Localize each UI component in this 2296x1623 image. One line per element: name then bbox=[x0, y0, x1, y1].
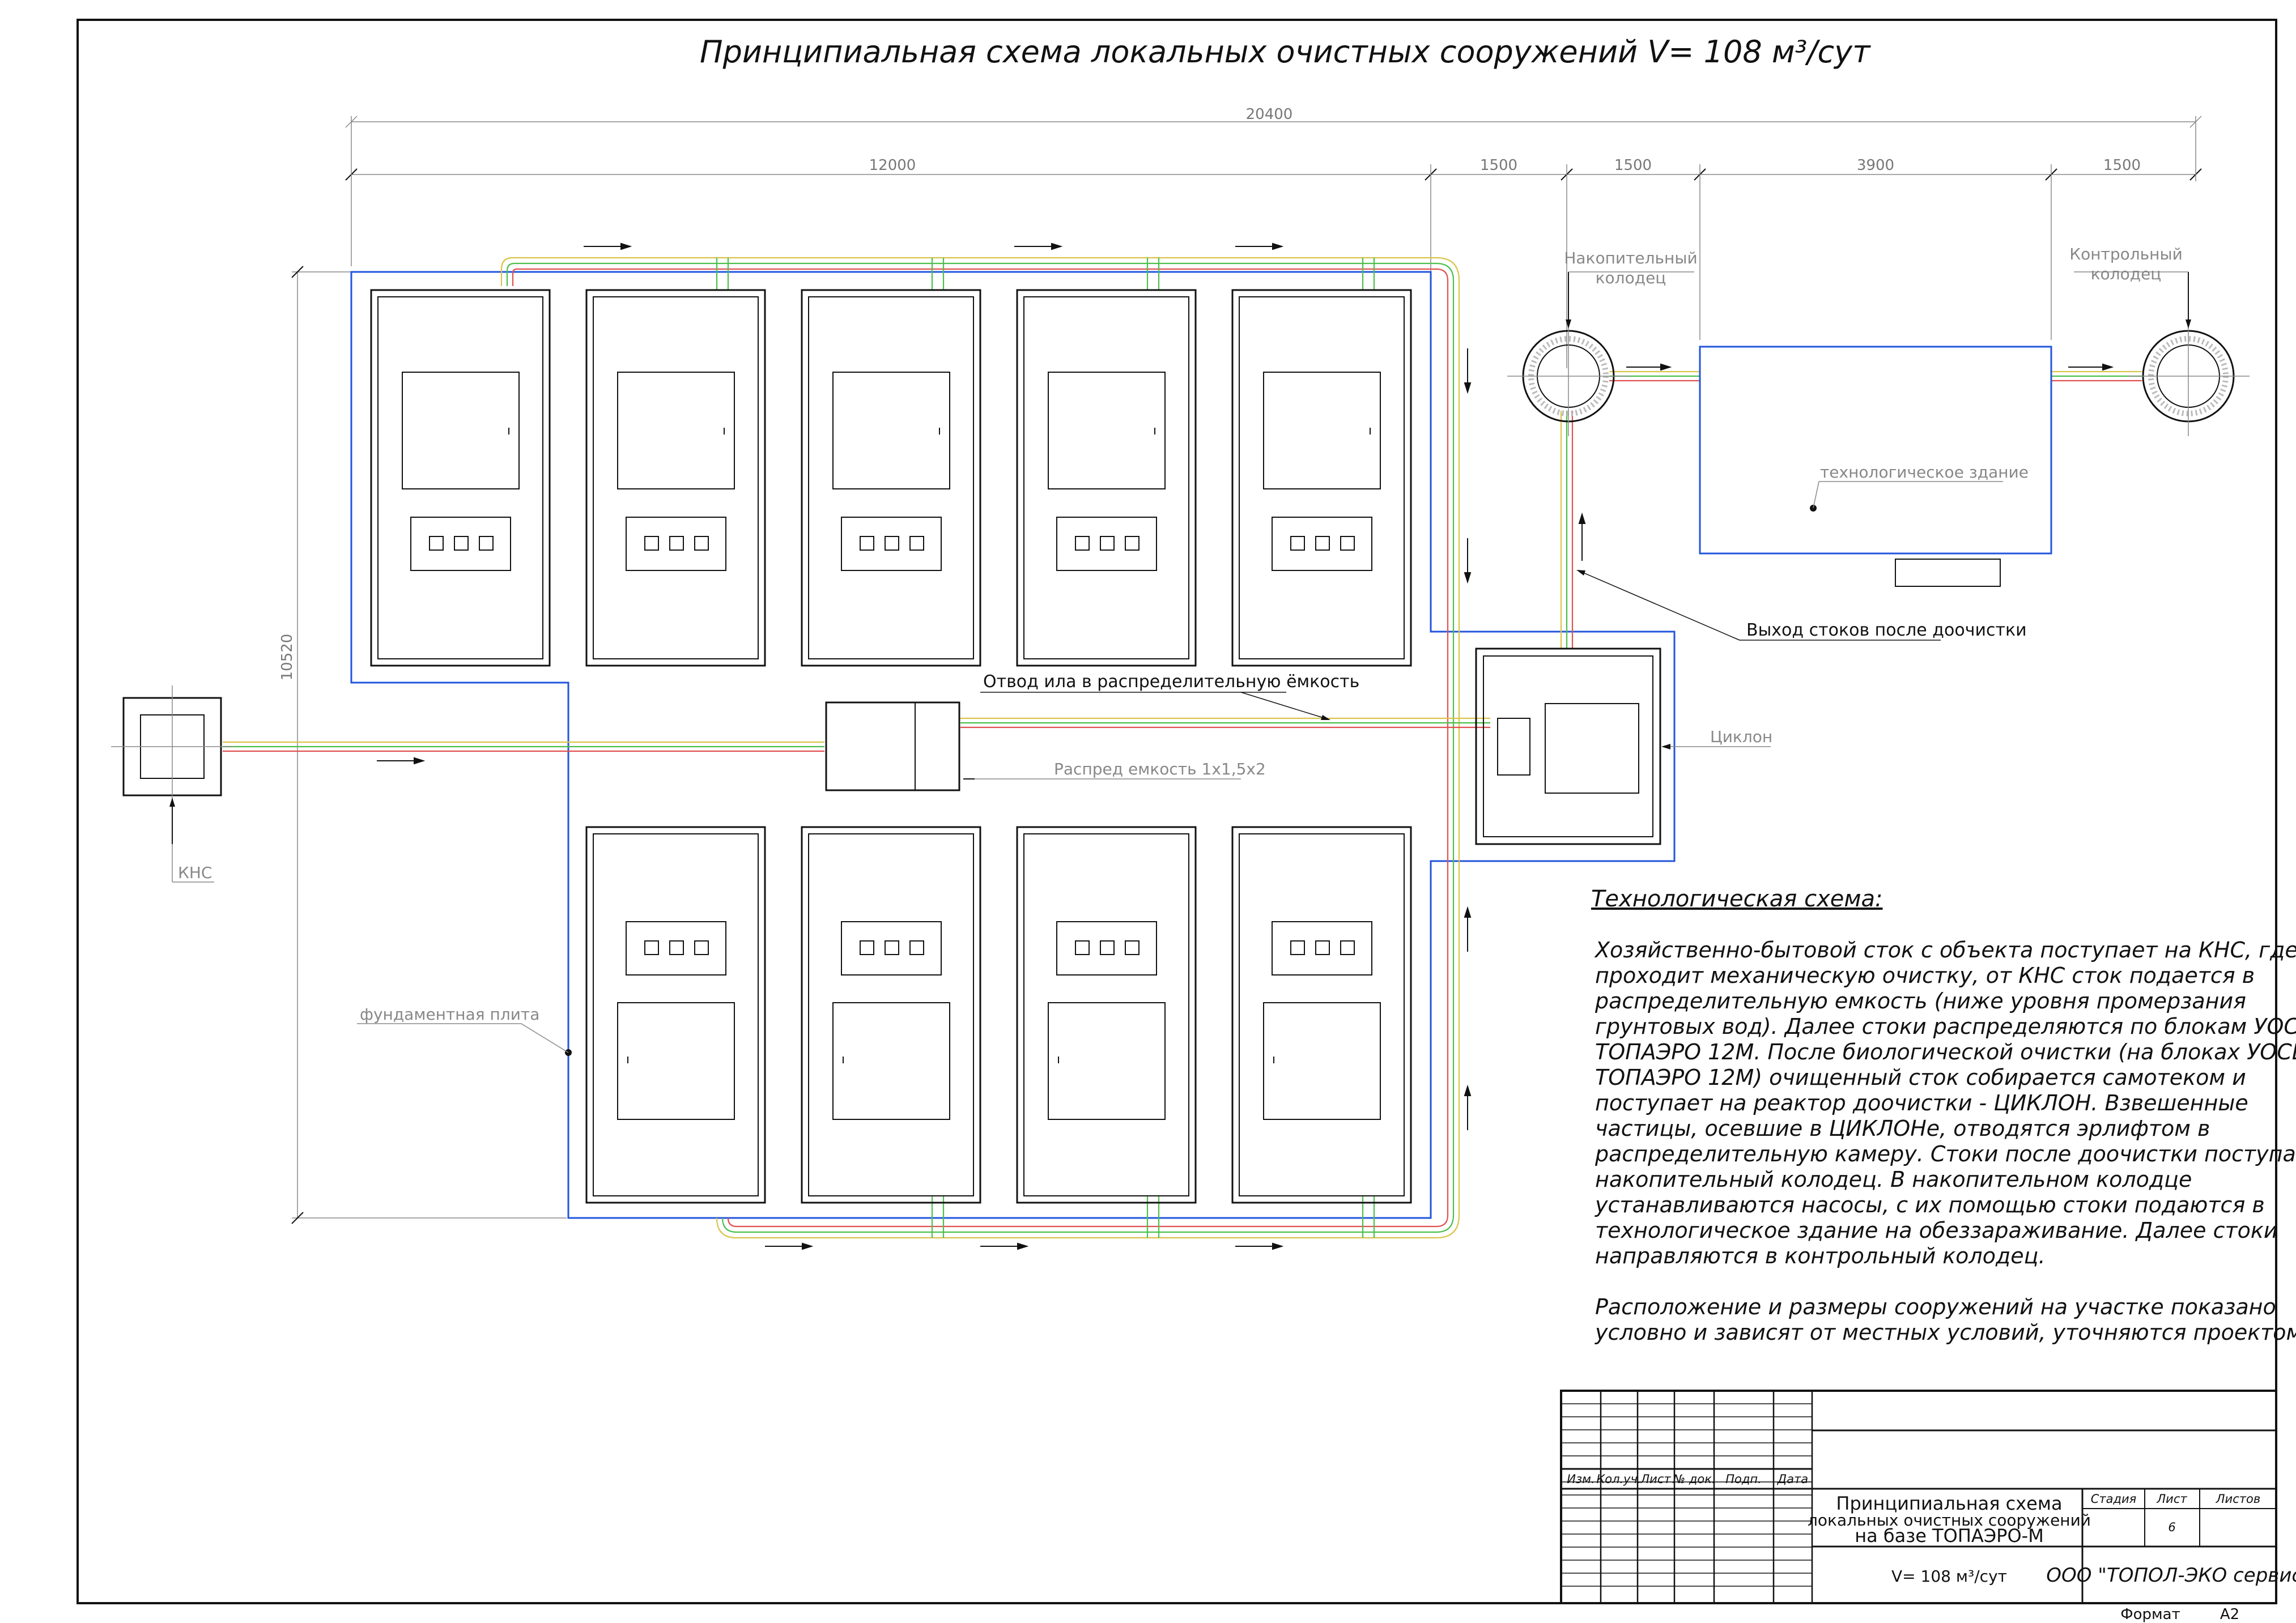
description-line: накопительный колодец. В накопительном к… bbox=[1595, 1167, 2192, 1192]
dim-12000: 12000 bbox=[869, 157, 916, 174]
dim-3900: 3900 bbox=[1857, 157, 1894, 174]
description-note: Расположение и размеры сооружений на уча… bbox=[1595, 1294, 2276, 1319]
stamp-col-doc: № док. bbox=[1672, 1472, 1715, 1486]
label-kns: КНС bbox=[178, 863, 212, 882]
label-storage-well-1: Накопительный bbox=[1564, 249, 1697, 267]
label-cyclone: Циклон bbox=[1710, 727, 1772, 746]
description-line: Хозяйственно-бытовой сток с объекта пост… bbox=[1594, 938, 2296, 962]
stamp-doc-title-2: локальных очистных сооружений bbox=[1808, 1511, 2091, 1530]
stamp-sheet-number: 6 bbox=[2168, 1520, 2175, 1534]
description-note: условно и зависят от местных условий, ут… bbox=[1595, 1320, 2296, 1345]
unit-block bbox=[801, 289, 981, 667]
technological-building bbox=[1699, 346, 2052, 587]
pump-station-kns bbox=[111, 685, 233, 883]
cyclone-reactor bbox=[1475, 648, 1771, 845]
stamp-col-list: Лист bbox=[1640, 1472, 1671, 1486]
description-line: проходит механическую очистку, от КНС ст… bbox=[1595, 963, 2255, 988]
description-line: устанавливаются насосы, с их помощью сто… bbox=[1595, 1192, 2265, 1217]
format-value: А2 bbox=[2220, 1606, 2239, 1623]
flow-arrows bbox=[377, 242, 2114, 1250]
label-sludge: Отвод ила в распределительную ёмкость bbox=[983, 672, 1359, 692]
label-distributor: Распред емкость 1х1,5х2 bbox=[1054, 760, 1266, 778]
description-line: грунтовых вод). Далее стоки распределяют… bbox=[1595, 1014, 2296, 1039]
process-description: Технологическая схема: Хозяйственно-быто… bbox=[1591, 886, 2296, 1345]
stamp-organization: ООО "ТОПОЛ-ЭКО сервис" bbox=[2046, 1564, 2296, 1587]
label-storage-well-2: колодец bbox=[1596, 269, 1666, 287]
pipe-network bbox=[223, 257, 2142, 1239]
stamp-sheet-label: Лист bbox=[2156, 1492, 2187, 1506]
stamp-doc-title-3: на базе ТОПАЭРО-М bbox=[1855, 1525, 2044, 1547]
dim-1500-a: 1500 bbox=[1480, 157, 1517, 174]
unit-block bbox=[801, 826, 981, 1204]
stamp-volume: V= 108 м³/сут bbox=[1891, 1567, 2007, 1586]
description-line: распределительную камеру. Стоки после до… bbox=[1595, 1141, 2296, 1166]
storage-well bbox=[1507, 271, 1694, 436]
dim-1500-c: 1500 bbox=[2103, 157, 2141, 174]
description-line: ТОПАЭРО 12М. После биологической очистки… bbox=[1595, 1040, 2296, 1064]
label-foundation: фундаментная плита bbox=[360, 1005, 539, 1024]
label-tech-building: технологическое здание bbox=[1820, 463, 2029, 482]
unit-block bbox=[1016, 826, 1197, 1204]
unit-block bbox=[1016, 289, 1197, 667]
unit-block bbox=[585, 289, 766, 667]
foundation-plate-outline bbox=[350, 271, 1676, 1219]
stamp-col-date: Дата bbox=[1777, 1472, 1808, 1486]
units-bottom-row bbox=[585, 826, 1412, 1204]
label-outlet: Выход стоков после доочистки bbox=[1746, 620, 2027, 640]
label-control-well-1: Контрольный bbox=[2069, 245, 2183, 263]
unit-block bbox=[1231, 826, 1412, 1204]
stamp-col-sign: Подп. bbox=[1725, 1472, 1762, 1486]
unit-block bbox=[1231, 289, 1412, 667]
dim-overall: 20400 bbox=[1246, 106, 1293, 123]
unit-block bbox=[370, 289, 551, 667]
description-heading: Технологическая схема: bbox=[1591, 886, 1883, 912]
title-block bbox=[1560, 1390, 2277, 1604]
description-line: технологическое здание на обеззараживани… bbox=[1595, 1218, 2278, 1243]
stamp-doc-title-1: Принципиальная схема bbox=[1836, 1493, 2062, 1514]
label-control-well-2: колодец bbox=[2091, 265, 2162, 283]
description-line: направляются в контрольный колодец. bbox=[1595, 1243, 2046, 1268]
stamp-sheets-label: Листов bbox=[2216, 1492, 2260, 1506]
description-line: частицы, осевшие в ЦИКЛОНе, отводятся эр… bbox=[1595, 1116, 2210, 1141]
stamp-col-izm: Изм. bbox=[1567, 1472, 1595, 1486]
dim-1500-b: 1500 bbox=[1614, 157, 1652, 174]
dim-vertical: 10520 bbox=[279, 634, 296, 681]
format-label: Формат bbox=[2120, 1606, 2180, 1623]
distribution-tank bbox=[825, 701, 1241, 791]
stamp-stage-label: Стадия bbox=[2091, 1492, 2137, 1506]
description-line: поступает на реактор доочистки - ЦИКЛОН.… bbox=[1595, 1090, 2248, 1115]
drawing-title: Принципиальная схема локальных очистных … bbox=[700, 34, 1871, 70]
unit-block bbox=[585, 826, 766, 1204]
description-line: распределительную емкость (ниже уровня п… bbox=[1595, 989, 2246, 1013]
control-well bbox=[2074, 271, 2250, 436]
sheet-frame bbox=[76, 19, 2277, 1604]
description-line: ТОПАЭРО 12М) очищенный сток собирается с… bbox=[1595, 1065, 2246, 1090]
units-top-row bbox=[370, 289, 1412, 667]
stamp-col-kol: Кол.уч. bbox=[1596, 1472, 1641, 1486]
